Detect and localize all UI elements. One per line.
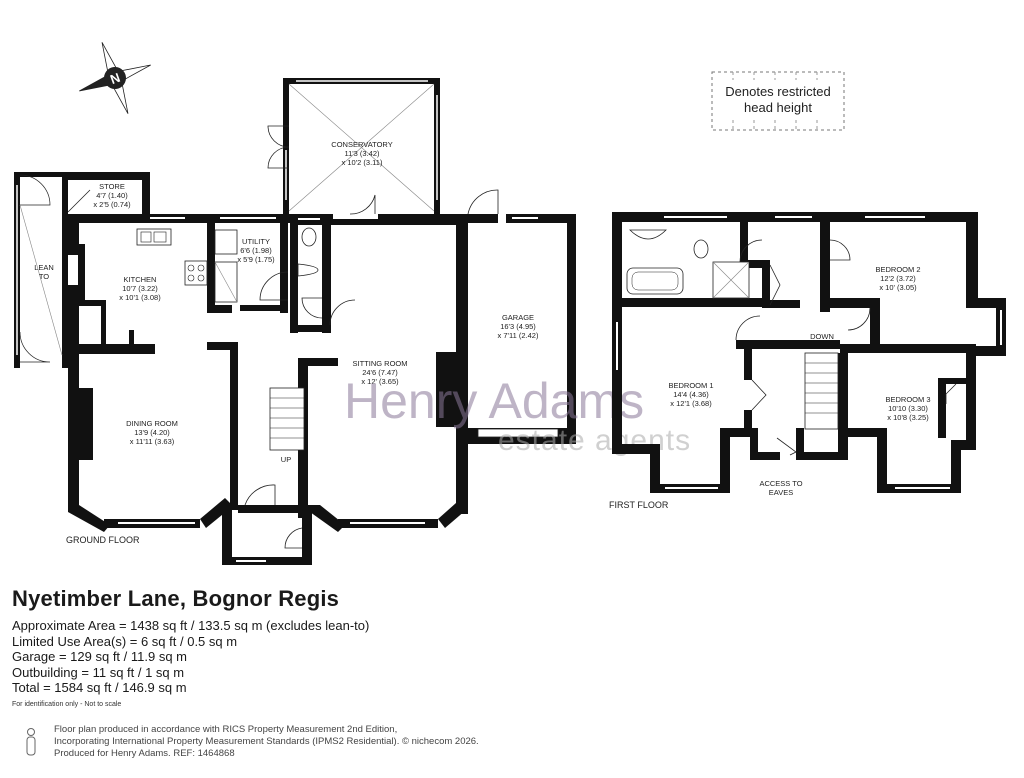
bedroom2-dim1: 12'2 (3.72) (880, 274, 916, 283)
watermark-brand: Henry Adams (344, 373, 644, 429)
lean-to-name: LEAN (34, 263, 54, 272)
legend-line-1: Denotes restricted (725, 84, 831, 99)
utility-name: UTILITY (242, 237, 270, 246)
compass-icon: N (79, 42, 151, 114)
ground-floor: CONSERVATORY 11'3 (3.42) x 10'2 (3.11) L… (14, 78, 576, 565)
bedroom2-dim2: x 10' (3.05) (879, 283, 917, 292)
floor-plan: Denotes restricted head height N CONSERV… (14, 42, 1006, 565)
bedroom2-name: BEDROOM 2 (875, 265, 920, 274)
access-to-eaves-line-1: ACCESS TO (759, 479, 802, 488)
garage-dim2: x 7'11 (2.42) (498, 331, 539, 340)
property-address: Nyetimber Lane, Bognor Regis (12, 586, 340, 611)
garage-dim1: 16'3 (4.95) (500, 322, 536, 331)
ground-floor-fixtures (136, 194, 376, 451)
conservatory-room: CONSERVATORY 11'3 (3.42) x 10'2 (3.11) (267, 78, 440, 214)
lean-to-name-2: TO (39, 272, 49, 281)
store-dim2: x 2'5 (0.74) (93, 200, 131, 209)
stairs-up-label: UP (281, 455, 291, 464)
bedroom3-dim2: x 10'8 (3.25) (887, 413, 929, 422)
person-icon (26, 728, 36, 756)
bedroom3-dim1: 10'10 (3.30) (888, 404, 928, 413)
first-floor: BEDROOM 1 14'4 (4.36) x 12'1 (3.68) BEDR… (609, 212, 1006, 510)
first-floor-fixtures (626, 229, 957, 456)
bedroom1-name: BEDROOM 1 (668, 381, 713, 390)
utility-dim1: 6'6 (1.98) (240, 246, 272, 255)
watermark-tagline: estate agents (498, 424, 691, 457)
utility-dim2: x 5'9 (1.75) (237, 255, 275, 264)
footer-line-1: Floor plan produced in accordance with R… (54, 724, 398, 735)
bedroom3-name: BEDROOM 3 (885, 395, 930, 404)
garage-area-line: Garage = 129 sq ft / 11.9 sq m (12, 649, 187, 664)
ground-floor-walls (68, 209, 468, 565)
sitting-room-dim2: x 12' (3.65) (361, 377, 399, 386)
conservatory-dim1: 11'3 (3.42) (344, 149, 380, 158)
conservatory-name: CONSERVATORY (331, 140, 392, 149)
kitchen-name: KITCHEN (124, 275, 157, 284)
kitchen-dim1: 10'7 (3.22) (122, 284, 158, 293)
ground-floor-label: GROUND FLOOR (66, 535, 140, 545)
store-name: STORE (99, 182, 125, 191)
first-floor-walls (612, 212, 1006, 493)
approximate-area-line: Approximate Area = 1438 sq ft / 133.5 sq… (12, 618, 370, 633)
legend-line-2: head height (744, 100, 812, 115)
store-room: STORE 4'7 (1.40) x 2'5 (0.74) (62, 172, 150, 222)
sitting-room-dim1: 24'6 (7.47) (362, 368, 398, 377)
scale-disclaimer: For identification only - Not to scale (12, 700, 122, 708)
store-dim1: 4'7 (1.40) (96, 191, 128, 200)
garage-name: GARAGE (502, 313, 534, 322)
stairs-down-label: DOWN (810, 332, 834, 341)
dining-room-dim1: 13'9 (4.20) (134, 428, 170, 437)
kitchen-dim2: x 10'1 (3.08) (119, 293, 161, 302)
first-floor-interior-walls (622, 222, 976, 438)
bedroom1-dim2: x 12'1 (3.68) (670, 399, 712, 408)
limited-use-area-line: Limited Use Area(s) = 6 sq ft / 0.5 sq m (12, 633, 238, 649)
conservatory-dim2: x 10'2 (3.11) (342, 158, 383, 167)
restricted-height-legend: Denotes restricted head height (711, 71, 845, 131)
watermark: Henry Adams estate agents (344, 373, 691, 457)
property-info: Nyetimber Lane, Bognor Regis Approximate… (12, 586, 612, 708)
first-floor-label: FIRST FLOOR (609, 500, 669, 510)
outbuilding-area-line: Outbuilding = 11 sq ft / 1 sq m (12, 664, 185, 680)
footer-line-3: Produced for Henry Adams. REF: 1464868 (54, 748, 235, 759)
access-to-eaves-line-2: EAVES (769, 488, 793, 497)
dining-room-dim2: x 11'11 (3.63) (130, 437, 175, 446)
bedroom1-dim1: 14'4 (4.36) (673, 390, 709, 399)
dining-room-name: DINING ROOM (126, 419, 178, 428)
total-area-line: Total = 1584 sq ft / 146.9 sq m (12, 680, 187, 695)
sitting-room-name: SITTING ROOM (353, 359, 408, 368)
lean-to-area: LEAN TO (14, 172, 68, 368)
footer-line-2: Incorporating International Property Mea… (54, 736, 479, 747)
